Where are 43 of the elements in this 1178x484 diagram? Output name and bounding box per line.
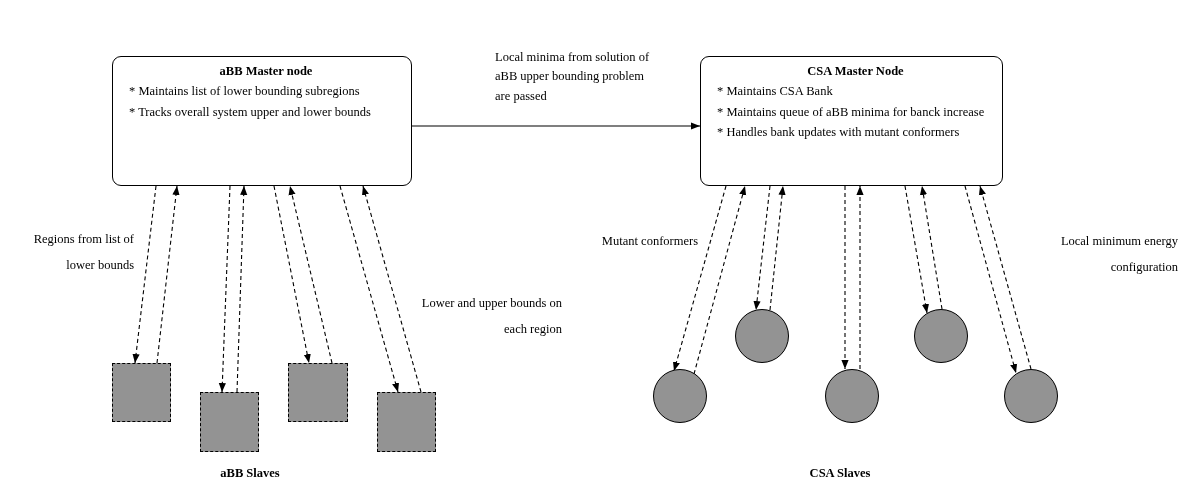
slave-square [288, 363, 348, 422]
dashed-arrow [769, 185, 786, 311]
slave-circle [914, 309, 968, 363]
dashed-arrow [978, 185, 1032, 370]
dashed-arrow [273, 185, 311, 364]
bullet-text: * Tracks overall system upper and lower bounds [129, 103, 372, 120]
dashed-arrow [693, 185, 747, 375]
dashed-arrow [856, 185, 864, 370]
dashed-arrow [156, 185, 180, 364]
group-caption: CSA Slaves [808, 465, 872, 482]
node-heading: CSA Master Node [806, 63, 905, 80]
bullet-text: * Handles bank updates with mutant conformers [717, 123, 961, 140]
bullet-text: * Maintains queue of aBB minima for banck increase [717, 103, 986, 120]
annotation-text: Regions from list of lower bounds [32, 231, 134, 275]
dashed-arrow [672, 185, 727, 372]
annotation-text: Local minimum energy configuration [1059, 233, 1178, 277]
master-node-box [700, 56, 1003, 186]
dashed-arrow [753, 185, 771, 311]
arrow [411, 122, 701, 130]
dashed-arrow [919, 185, 943, 310]
dashed-arrow [964, 185, 1018, 374]
dashed-arrow [218, 185, 231, 393]
slave-circle [825, 369, 879, 423]
master-node-box [112, 56, 412, 186]
dashed-arrow [904, 185, 929, 314]
slave-circle [735, 309, 789, 363]
slave-square [112, 363, 171, 422]
bullet-text: * Maintains CSA Bank [717, 83, 834, 100]
annotation-text: Lower and upper bounds on each region [420, 295, 562, 339]
dashed-arrow [236, 185, 248, 393]
slave-circle [653, 369, 707, 423]
slave-circle [1004, 369, 1058, 423]
group-caption: aBB Slaves [219, 465, 281, 482]
dashed-arrow [339, 185, 400, 393]
dashed-arrow [361, 185, 422, 393]
node-heading: aBB Master node [218, 63, 314, 80]
dashed-arrow [841, 185, 849, 370]
slave-square [200, 392, 259, 452]
dashed-arrow [288, 185, 333, 364]
slave-square [377, 392, 436, 452]
annotation-text: Mutant conformers [600, 233, 698, 250]
dashed-arrow [132, 185, 157, 364]
bullet-text: * Maintains list of lower bounding subregions [129, 83, 361, 100]
